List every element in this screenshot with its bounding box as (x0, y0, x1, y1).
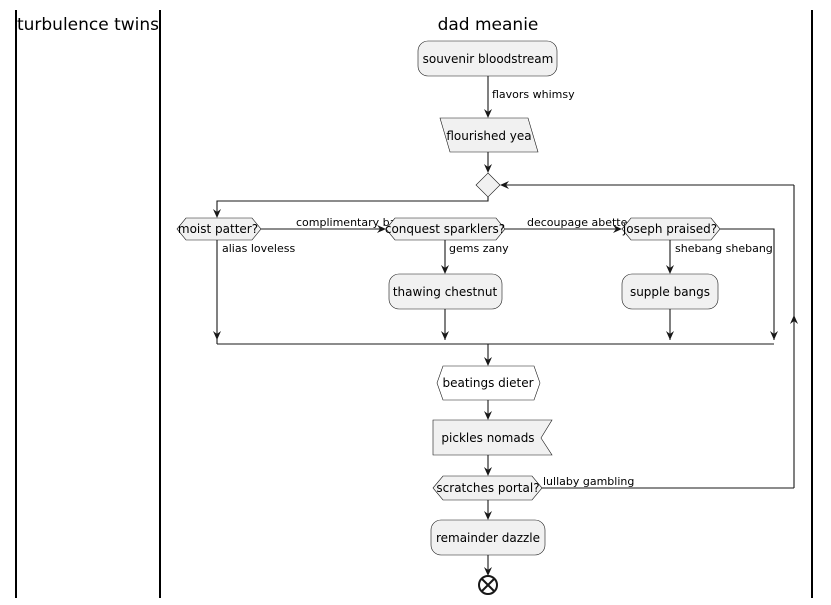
lane-title-dad-meanie: dad meanie (438, 15, 539, 35)
hex-beatings-dieter: beatings dieter (436, 365, 541, 401)
decision-conquest-sparklers: conquest sparklers? (385, 217, 506, 241)
activity-souvenir-bloodstream-label: souvenir bloodstream (423, 52, 554, 66)
arrowhead (377, 225, 386, 233)
lane-title-turbulence-twins: turbulence twins (17, 15, 159, 35)
edge-label-complimentary-bat: complimentary bat (296, 216, 401, 229)
edge-decision-3-else (720, 228, 775, 340)
edge-label-alias-loveless: alias loveless (222, 242, 295, 255)
arrowhead (484, 164, 492, 173)
arrowhead (666, 265, 674, 274)
activity-souvenir-bloodstream: souvenir bloodstream (417, 40, 558, 77)
arrowhead (484, 567, 492, 576)
activity-thawing-chestnut: thawing chestnut (388, 273, 503, 310)
arrowhead (790, 315, 798, 324)
decision-scratches-portal-label: scratches portal? (436, 481, 539, 495)
activity-thawing-chestnut-label: thawing chestnut (393, 285, 498, 299)
decision-joseph-praised-label: joseph praised? (622, 222, 717, 236)
arrowhead (484, 411, 492, 420)
edge-label-flavors-whimsy: flavors whimsy (492, 88, 575, 101)
arrowhead (666, 331, 674, 340)
arrowhead (441, 331, 449, 340)
flag-pickles-nomads: pickles nomads (432, 419, 553, 456)
edge-merge-to-decision-1 (216, 197, 489, 213)
arrowhead (441, 265, 449, 274)
arrowhead (770, 331, 778, 340)
input-flourished-yea-label: flourished yea (446, 129, 531, 143)
activity-remainder-dazzle-label: remainder dazzle (436, 531, 540, 545)
edge-label-shebang-shebang: shebang shebang (675, 242, 773, 255)
merge-diamond (475, 172, 501, 198)
flag-pickles-nomads-label: pickles nomads (441, 431, 534, 445)
decision-joseph-praised: joseph praised? (621, 217, 721, 241)
activity-remainder-dazzle: remainder dazzle (430, 519, 546, 556)
arrowhead (613, 225, 622, 233)
input-flourished-yea: flourished yea (439, 117, 539, 153)
arrowhead (213, 331, 221, 340)
arrowhead (500, 181, 509, 189)
stop-node-icon (478, 575, 498, 595)
activity-supple-bangs: supple bangs (621, 273, 719, 310)
decision-scratches-portal: scratches portal? (432, 475, 543, 501)
edge-label-decoupage-abetted: decoupage abetted (527, 216, 634, 229)
arrowhead (484, 357, 492, 366)
decision-conquest-sparklers-label: conquest sparklers? (385, 222, 505, 236)
decision-moist-patter: moist patter? (176, 217, 262, 241)
arrowhead (484, 109, 492, 118)
arrowhead (484, 467, 492, 476)
hex-beatings-dieter-label: beatings dieter (442, 376, 533, 390)
activity-supple-bangs-label: supple bangs (630, 285, 710, 299)
edge-label-lullaby-gambling: lullaby gambling (543, 475, 634, 488)
arrowhead (484, 511, 492, 520)
edge-label-gems-zany: gems zany (449, 242, 509, 255)
decision-moist-patter-label: moist patter? (178, 222, 258, 236)
arrowhead (213, 209, 221, 218)
